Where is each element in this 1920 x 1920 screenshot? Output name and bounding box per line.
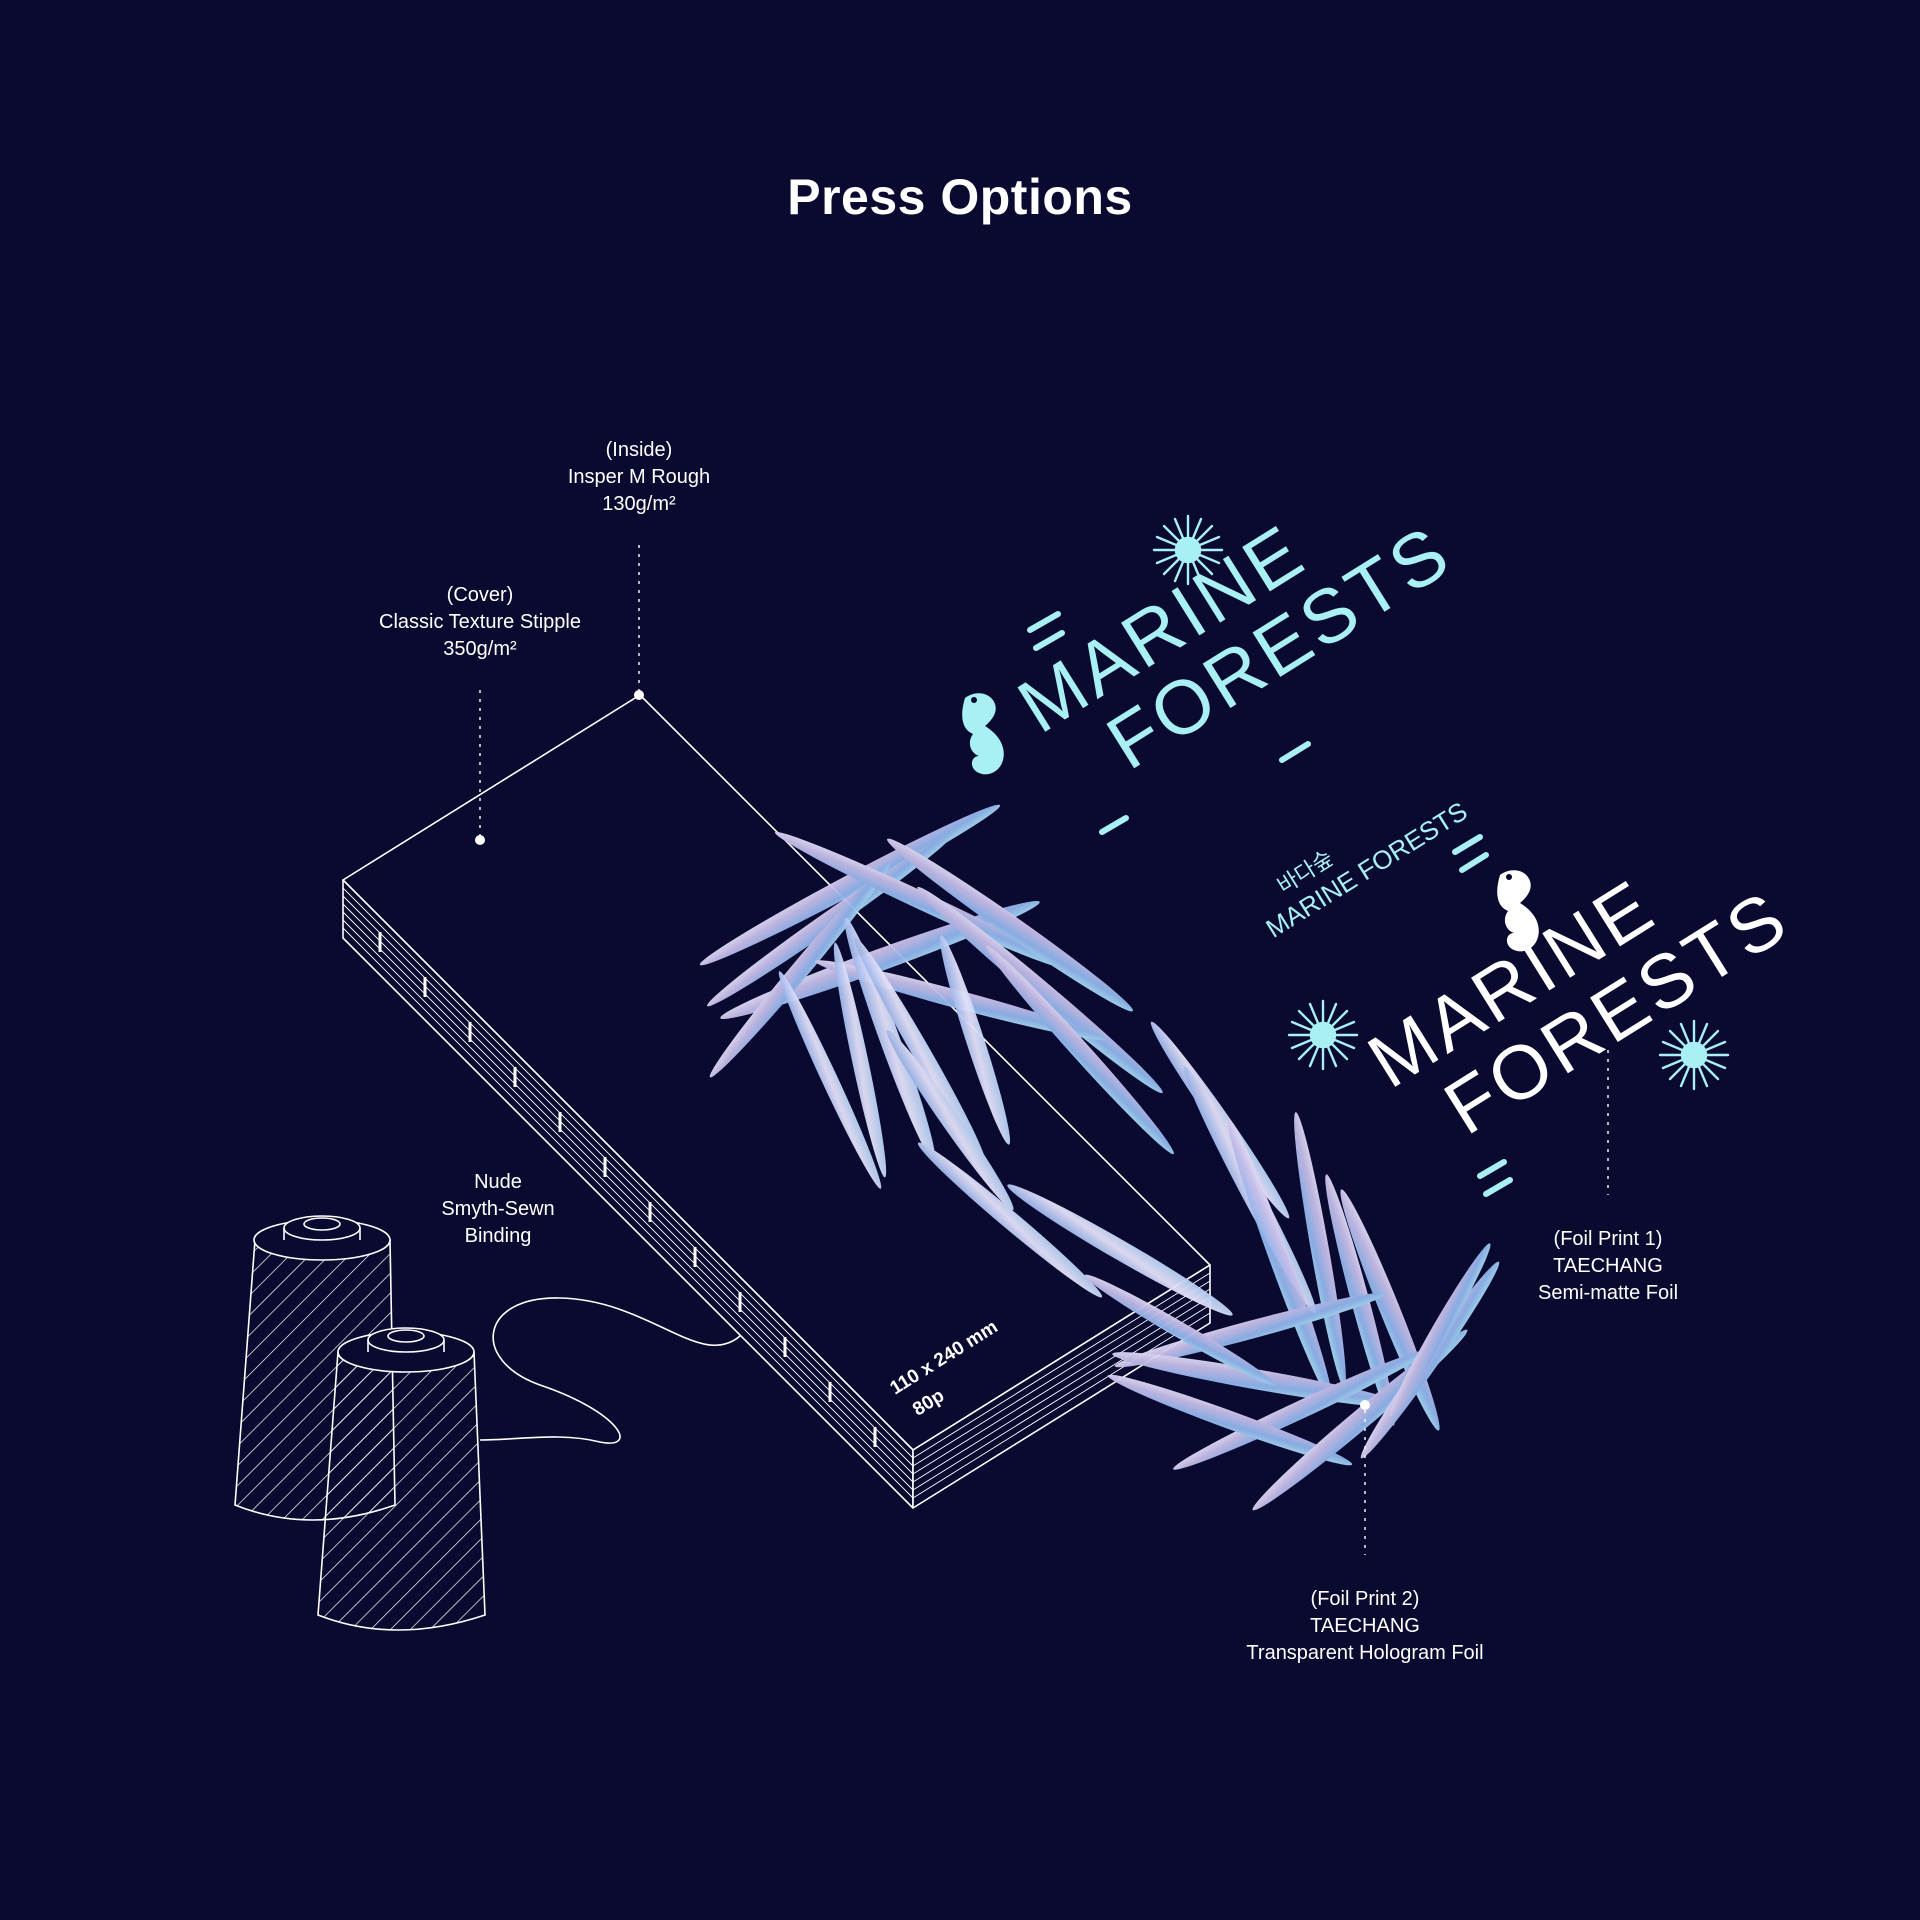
seahorse-icon bbox=[962, 693, 1004, 775]
book-illustration bbox=[342, 694, 1211, 1509]
sea-urchin-icon bbox=[1152, 514, 1224, 586]
leader-lines bbox=[479, 545, 1609, 1555]
fish-icon bbox=[1027, 611, 1513, 1197]
hologram-kelp-icon bbox=[699, 804, 1500, 1511]
foil-subtitle: 바다숲 MARINE FORESTS bbox=[1261, 796, 1473, 944]
spine-stitches bbox=[378, 932, 877, 1447]
book-page-lines bbox=[342, 887, 1211, 1499]
foil-print-1-label: (Foil Print 1) TAECHANG Semi-matte Foil bbox=[1537, 1228, 1679, 1304]
foil-print-2-label: (Foil Print 2) TAECHANG Transparent Holo… bbox=[1246, 1588, 1484, 1664]
cover-paper-label: (Cover) Classic Texture Stipple 350g/m² bbox=[379, 584, 581, 660]
foil-title-top: MARINE FORESTS bbox=[1004, 508, 1466, 786]
foil-title-bottom: MARINE FORESTS bbox=[1354, 863, 1803, 1151]
binding-label: Nude Smyth-Sewn Binding bbox=[441, 1171, 555, 1247]
binding-thread bbox=[479, 1297, 741, 1444]
seahorse-icon bbox=[1497, 870, 1539, 952]
book-page-edge bbox=[912, 1264, 1211, 1509]
thread-spool-icon bbox=[317, 1327, 486, 1631]
sea-urchin-icon bbox=[1287, 999, 1359, 1071]
page-title: Press Options bbox=[787, 169, 1133, 225]
sea-urchin-icon bbox=[1658, 1019, 1730, 1091]
inside-paper-label: (Inside) Insper M Rough 130g/m² bbox=[567, 439, 711, 515]
leader-dots bbox=[475, 690, 1370, 1410]
